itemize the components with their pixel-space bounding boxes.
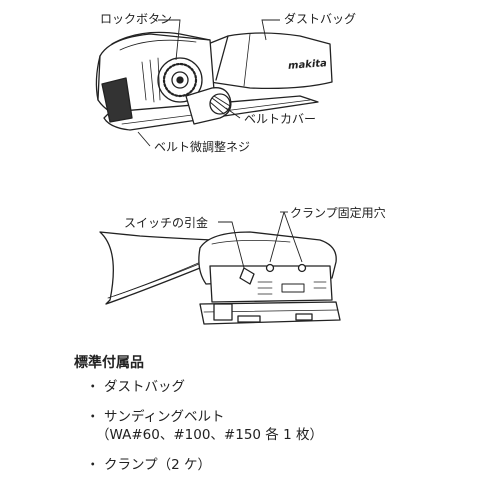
dust-bag-side-shape xyxy=(99,231,215,305)
accessory-detail-sanding-belt: （WA#60、#100、#150 各 1 枚） xyxy=(96,427,323,443)
accessory-item-clamp: ・クランプ（2 ケ） xyxy=(86,456,211,474)
accessory-item-dust-bag: ・ダストバッグ xyxy=(86,378,185,396)
accessory-item-sanding-belt: ・サンディングベルト xyxy=(86,408,225,426)
label-lock-button: ロックボタン xyxy=(100,12,173,26)
label-belt-adjust-screw: ベルト微調整ネジ xyxy=(154,140,251,154)
label-belt-cover: ベルトカバー xyxy=(244,112,317,126)
accessory-label: クランプ（2 ケ） xyxy=(104,457,211,473)
clamp-hole-left xyxy=(265,263,275,273)
switch-trigger-shape xyxy=(239,267,255,285)
clamp-hole-right xyxy=(297,263,307,273)
dust-bag-shape xyxy=(207,32,333,90)
label-clamp-holes: クランプ固定用穴 xyxy=(290,206,386,220)
makita-logo: makita xyxy=(288,58,328,72)
label-switch-trigger: スイッチの引金 xyxy=(124,216,209,230)
label-dust-bag: ダストバッグ xyxy=(284,12,357,26)
accessory-label: ダストバッグ xyxy=(104,379,185,395)
accessory-label: サンディングベルト xyxy=(104,409,225,425)
accessories-title: 標準付属品 xyxy=(74,355,144,371)
bullet: ・ xyxy=(86,457,100,473)
bullet: ・ xyxy=(86,379,100,395)
bullet: ・ xyxy=(86,409,100,425)
